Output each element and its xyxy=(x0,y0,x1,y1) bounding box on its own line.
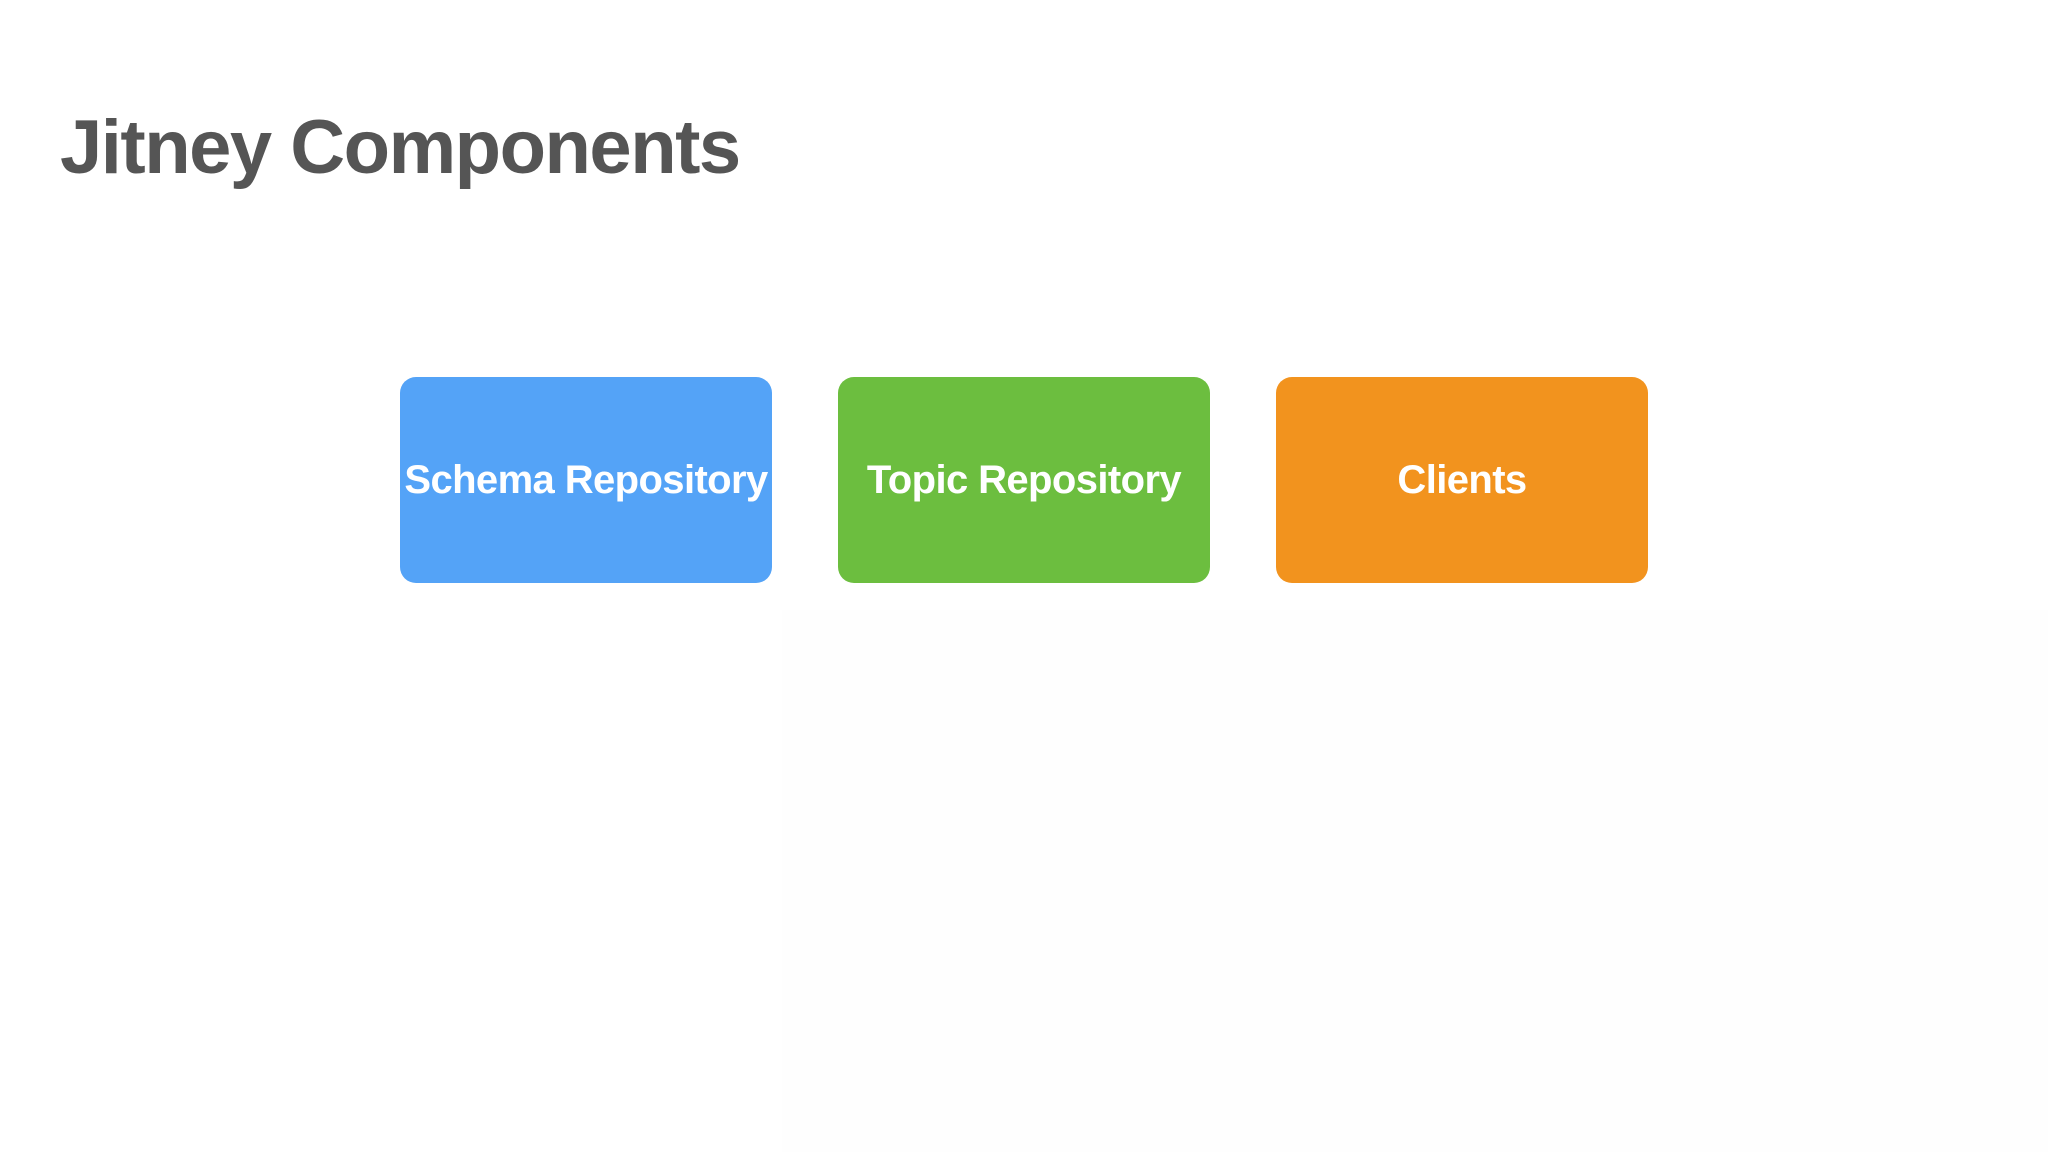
component-box-schema-repository[interactable]: Schema Repository xyxy=(400,377,772,583)
background-panel xyxy=(782,610,2048,1152)
component-box-clients[interactable]: Clients xyxy=(1276,377,1648,583)
component-box-topic-repository[interactable]: Topic Repository xyxy=(838,377,1210,583)
component-label-schema-repository: Schema Repository xyxy=(404,458,768,502)
page-title: Jitney Components xyxy=(60,105,741,190)
component-label-topic-repository: Topic Repository xyxy=(866,458,1182,502)
component-label-clients: Clients xyxy=(1397,458,1527,502)
component-row: Schema Repository Topic Repository Clien… xyxy=(400,377,1648,583)
